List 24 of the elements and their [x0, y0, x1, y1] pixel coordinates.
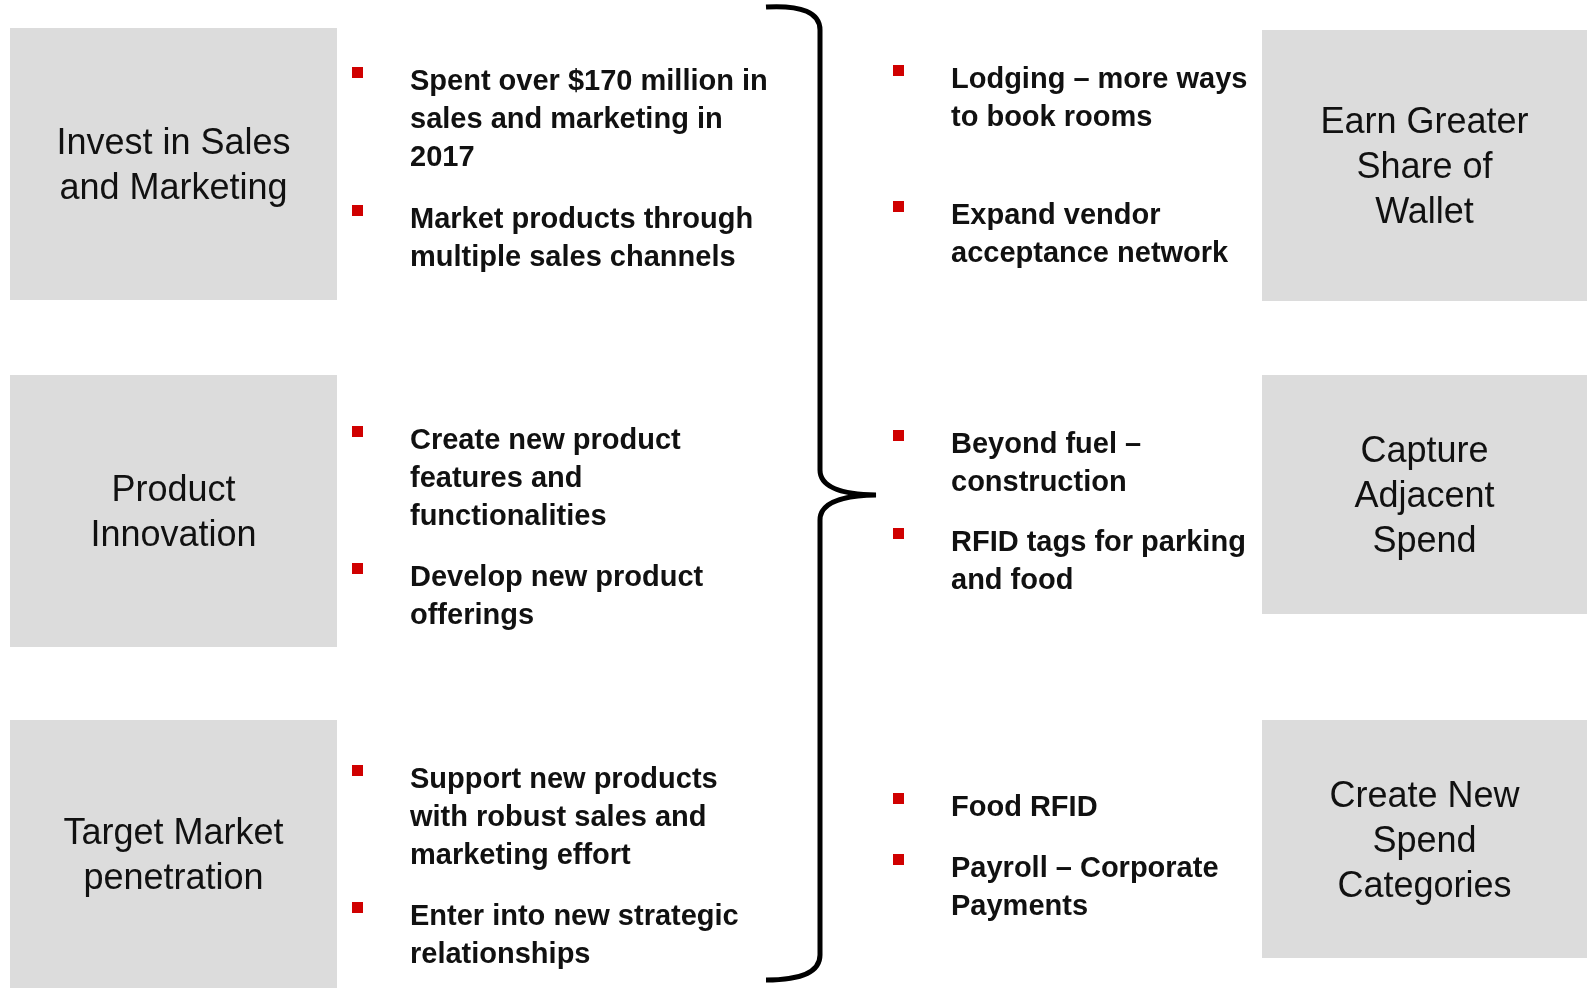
category-title: Capture Adjacent Spend	[1353, 428, 1496, 562]
bullet-text: Beyond fuel – construction	[951, 426, 1143, 499]
bullet-text: Develop new product offerings	[410, 559, 705, 632]
category-title: Target Market penetration	[62, 810, 285, 899]
bullet-text: Support new products with robust sales and marketing effort	[410, 761, 719, 872]
category-box	[1262, 30, 1587, 301]
bullet-text: Payroll – Corporate Payments	[951, 850, 1220, 923]
category-title: Invest in Sales and Marketing	[55, 120, 292, 209]
category-box	[1262, 375, 1587, 614]
category-box	[1262, 720, 1587, 958]
bullet-text: Lodging – more ways to book rooms	[951, 61, 1249, 134]
category-title: Earn Greater Share of Wallet	[1319, 99, 1530, 233]
bullet-text: Food RFID	[951, 789, 1099, 824]
bullet-text: Market products through multiple sales channels	[410, 201, 755, 274]
category-title: Product Innovation	[89, 467, 258, 556]
category-title: Create New Spend Categories	[1328, 772, 1521, 907]
category-box	[10, 28, 337, 300]
category-box	[10, 375, 337, 647]
bullet-text: RFID tags for parking and food	[951, 524, 1247, 597]
bullet-text: Create new product features and functionalities	[410, 422, 682, 533]
bullet-text: Expand vendor acceptance network	[951, 197, 1230, 270]
bullet-text: Enter into new strategic relationships	[410, 898, 740, 971]
category-box	[10, 720, 337, 988]
bullet-text: Spent over $170 million in sales and marketing in 2017	[410, 63, 769, 174]
